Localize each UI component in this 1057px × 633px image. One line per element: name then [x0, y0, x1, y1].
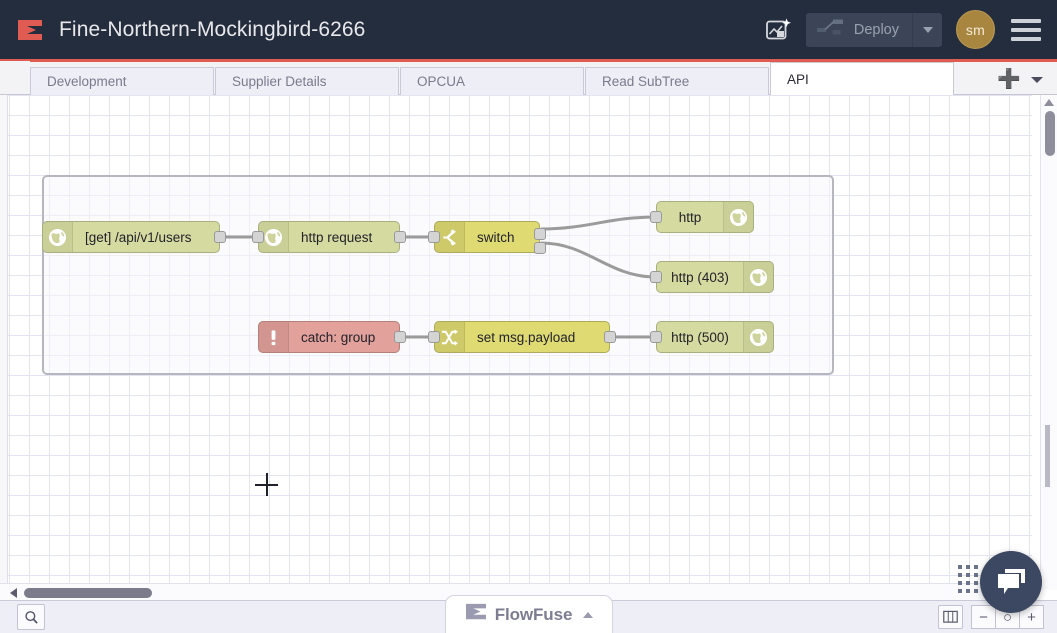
- tab-supplier-details[interactable]: Supplier Details: [215, 67, 399, 95]
- zoom-in-label: +: [1027, 608, 1036, 626]
- app-header: Fine-Northern-Mockingbird-6266: [0, 0, 1057, 62]
- deploy-icon: [816, 17, 845, 42]
- tab-read-subtree[interactable]: Read SubTree: [585, 67, 769, 95]
- flowfuse-logo-icon[interactable]: [15, 15, 45, 45]
- node-input-port[interactable]: [650, 271, 662, 283]
- node-input-port[interactable]: [428, 331, 440, 343]
- page-title: Fine-Northern-Mockingbird-6266: [59, 17, 366, 41]
- scroll-left-arrow-icon[interactable]: [10, 587, 17, 598]
- node-label: set msg.payload: [477, 329, 576, 345]
- node-output-port-2[interactable]: [534, 242, 546, 254]
- tab-label: Read SubTree: [602, 74, 690, 89]
- node-http-in[interactable]: [get] /api/v1/users: [42, 221, 226, 253]
- chevron-up-icon: [583, 611, 594, 618]
- canvas-left-gutter: [0, 95, 8, 600]
- node-http-request[interactable]: http request: [252, 221, 406, 253]
- avatar[interactable]: sm: [956, 10, 995, 49]
- tab-label: Supplier Details: [232, 74, 327, 89]
- hamburger-menu-icon[interactable]: [1011, 18, 1041, 41]
- deploy-button[interactable]: Deploy: [805, 12, 942, 47]
- node-http-response-403[interactable]: http (403): [650, 261, 774, 293]
- ai-assistant-icon[interactable]: [758, 10, 798, 50]
- node-output-port[interactable]: [394, 331, 406, 343]
- node-catch[interactable]: catch: group: [258, 321, 406, 353]
- globe-icon: [743, 322, 773, 352]
- tab-label: API: [787, 71, 809, 87]
- node-input-port[interactable]: [252, 231, 264, 243]
- tab-label: Development: [47, 74, 127, 89]
- zoom-in-button[interactable]: +: [1019, 605, 1044, 629]
- node-label: http (500): [671, 329, 729, 345]
- chevron-down-icon[interactable]: [1031, 76, 1043, 83]
- chat-bubble-icon[interactable]: [980, 551, 1042, 613]
- zoom-out-label: −: [979, 608, 988, 626]
- scroll-up-arrow-icon[interactable]: [1044, 99, 1054, 106]
- node-output-port-1[interactable]: [534, 228, 546, 240]
- globe-icon: [259, 222, 289, 252]
- tab-label: OPCUA: [417, 74, 466, 89]
- search-icon: [24, 610, 38, 624]
- zoom-out-button[interactable]: −: [971, 605, 996, 629]
- tab-bar-gutter: [0, 61, 30, 94]
- switch-icon: [435, 222, 465, 252]
- flow-tab-bar: Development Supplier Details OPCUA Read …: [0, 61, 1057, 95]
- node-input-port[interactable]: [650, 331, 662, 343]
- node-output-port[interactable]: [214, 231, 226, 243]
- globe-icon: [723, 202, 753, 232]
- deploy-dropdown-toggle[interactable]: [912, 12, 942, 47]
- node-label: http (403): [671, 269, 729, 285]
- node-label: [get] /api/v1/users: [85, 229, 192, 245]
- globe-icon: [43, 222, 73, 252]
- crosshair-cursor: [255, 473, 278, 496]
- node-label: switch: [477, 229, 515, 245]
- plus-icon[interactable]: ➕: [997, 69, 1021, 90]
- flow-canvas-workspace[interactable]: [get] /api/v1/users http request: [0, 95, 1057, 600]
- node-change[interactable]: set msg.payload: [428, 321, 616, 353]
- flowfuse-label: FlowFuse: [494, 604, 573, 624]
- globe-icon: [743, 262, 773, 292]
- deploy-button-main[interactable]: Deploy: [806, 13, 912, 47]
- node-label: http: [678, 209, 702, 225]
- search-input[interactable]: [17, 604, 45, 630]
- flow-canvas[interactable]: [get] /api/v1/users http request: [8, 95, 1032, 588]
- vertical-scroll-thumb[interactable]: [1044, 111, 1055, 156]
- node-output-port[interactable]: [604, 331, 616, 343]
- node-label: http request: [301, 229, 373, 245]
- exclamation-icon: [259, 322, 289, 352]
- horizontal-scrollbar[interactable]: [0, 583, 1040, 600]
- navigator-map-icon[interactable]: [938, 605, 963, 629]
- header-actions: Deploy sm: [758, 10, 1057, 50]
- tab-opcua[interactable]: OPCUA: [400, 67, 584, 95]
- node-http-response-500[interactable]: http (500): [650, 321, 774, 353]
- change-icon: [435, 322, 465, 352]
- node-http-response[interactable]: http: [650, 201, 754, 233]
- node-switch[interactable]: switch: [428, 221, 546, 254]
- tab-bar-actions: ➕: [997, 70, 1057, 94]
- node-input-port[interactable]: [650, 211, 662, 223]
- vertical-scroll-marker[interactable]: [1045, 425, 1050, 487]
- flowfuse-panel-toggle[interactable]: FlowFuse: [445, 595, 613, 633]
- horizontal-scroll-thumb[interactable]: [24, 588, 152, 598]
- chevron-down-icon: [922, 26, 933, 33]
- avatar-initials: sm: [965, 21, 986, 38]
- tab-api[interactable]: API: [770, 62, 954, 95]
- drag-handle-icon[interactable]: [958, 565, 978, 593]
- zoom-reset-label: ○: [1002, 608, 1013, 626]
- flowfuse-logo-icon: [465, 602, 487, 627]
- node-output-port[interactable]: [394, 231, 406, 243]
- deploy-label: Deploy: [853, 21, 899, 38]
- vertical-scrollbar[interactable]: [1040, 95, 1057, 590]
- node-label: catch: group: [301, 329, 376, 345]
- tab-development[interactable]: Development: [30, 67, 214, 95]
- node-input-port[interactable]: [428, 231, 440, 243]
